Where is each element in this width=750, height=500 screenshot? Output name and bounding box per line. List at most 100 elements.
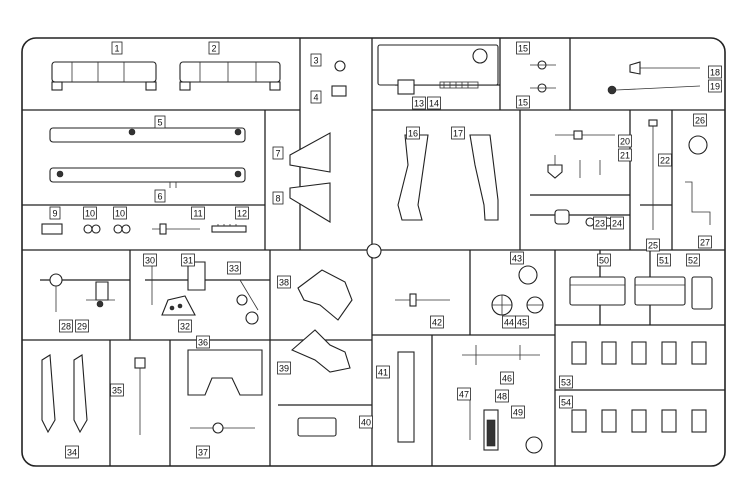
part-3-drawing [334,60,346,72]
part-label: 18 [708,65,722,79]
part-7-drawing [289,132,331,173]
part-label: 28 [59,319,73,333]
part-18-19-drawing [607,61,701,95]
part-label-text: 44 [504,318,514,328]
part-label-text: 32 [180,322,190,332]
part-label-text: 45 [517,318,527,328]
part-label: 42 [430,315,444,329]
part-29-30-drawing [49,273,115,312]
part-label: 43 [510,251,524,265]
part-label-text: 50 [599,256,609,266]
part-label-text: 9 [52,209,57,219]
part-1-drawing [51,61,157,91]
part-27-drawing [688,135,708,155]
part-label: 10 [113,206,127,220]
part-label: 37 [196,445,210,459]
part-label: 5 [154,115,166,129]
part-label: 21 [618,148,632,162]
part-label-text: 7 [275,149,280,159]
part-label: 15 [516,95,530,109]
part-label-text: 52 [688,256,698,266]
part-43-drawing [395,293,450,307]
part-label-text: 35 [112,386,122,396]
part-label: 36 [196,335,210,349]
part-label: 7 [272,146,284,160]
part-label: 54 [559,395,573,409]
part-38-drawing [190,422,255,434]
part-label-text: 26 [695,116,705,126]
part-label: 3 [310,53,322,67]
part-45-drawing [491,294,513,316]
part-label-text: 21 [620,151,630,161]
part-label-text: 43 [512,254,522,264]
part-label: 8 [272,191,284,205]
part-15-drawing [530,60,556,93]
part-16-drawing [397,134,429,221]
part-label-text: 10 [115,209,125,219]
part-label-text: 38 [279,278,289,288]
part-36-drawing [134,357,146,435]
part-2-drawing [179,61,281,91]
part-label-text: 53 [561,378,571,388]
part-label-text: 51 [659,256,669,266]
part-label-text: 33 [229,264,239,274]
part-label-text: 25 [648,241,658,251]
part-label-text: 47 [459,390,469,400]
part-label-text: 42 [432,318,442,328]
part-label: 24 [610,216,624,230]
part-5-drawing [49,127,246,143]
part-label: 11 [191,206,205,220]
part-label: 27 [698,235,712,249]
part-46-drawing [526,296,544,314]
part-label-text: 8 [275,194,280,204]
part-label-text: 24 [612,219,622,229]
part-label-text: 11 [193,209,202,219]
part-label-text: 49 [513,408,523,418]
part-51-53-drawing [569,276,713,310]
part-label: 41 [376,365,390,379]
part-label: 6 [154,189,166,203]
part-label: 33 [227,261,241,275]
part-label-text: 19 [710,82,720,92]
part-label: 22 [658,153,672,167]
part-label: 49 [511,405,525,419]
part-label-text: 6 [157,192,162,202]
part-label-text: 1 [114,44,119,54]
part-label: 40 [359,415,373,429]
part-label: 53 [559,375,573,389]
part-label-text: 16 [408,129,418,139]
part-label-text: 10 [85,209,95,219]
part-label: 45 [515,315,529,329]
part-10-drawing [83,224,131,234]
part-label: 39 [277,361,291,375]
part-label: 4 [310,90,322,104]
part-20-26-drawing [547,130,615,227]
part-42-drawing [397,351,415,443]
part-label-text: 5 [157,118,162,128]
part-label-text: 3 [313,56,318,66]
part-label-text: 14 [429,99,439,109]
part-9-drawing [41,223,63,235]
part-label: 44 [502,315,516,329]
part-label: 32 [178,319,192,333]
part-label-text: 31 [183,256,193,266]
part-label: 19 [708,79,722,93]
part-label: 15 [516,41,530,55]
part-40-drawing [290,329,351,373]
part-label: 48 [495,389,509,403]
part-label: 13 [412,96,426,110]
part-label: 50 [597,253,611,267]
part-label-text: 40 [361,418,371,428]
part-34-drawing [236,279,259,325]
part-label-text: 17 [453,129,463,139]
part-8-drawing [289,182,331,223]
part-label-text: 54 [561,398,571,408]
part-17-drawing [469,134,499,221]
part-54-drawing [571,341,707,433]
part-label: 29 [75,319,89,333]
part-label-text: 4 [313,93,318,103]
part-label-text: 30 [145,256,155,266]
part-label: 38 [277,275,291,289]
part-label-text: 12 [237,209,247,219]
